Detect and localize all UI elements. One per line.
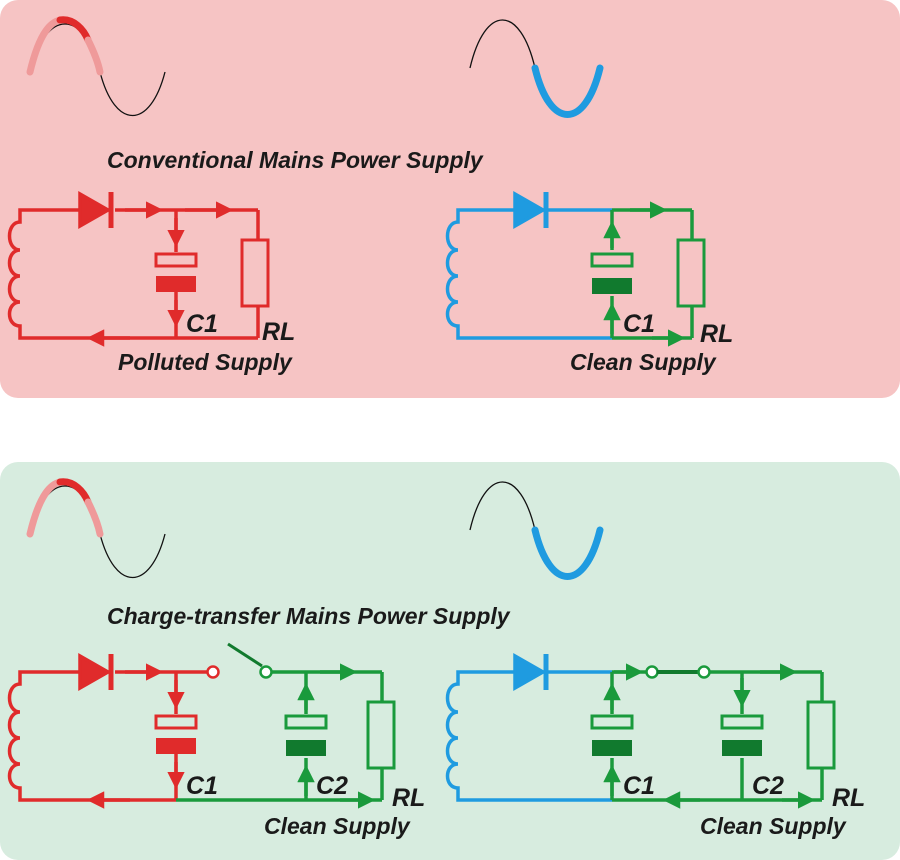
sine-wave-positive-highlight (26, 478, 166, 578)
diagram-title: Charge-transfer Mains Power Supply (107, 603, 511, 629)
diode (78, 652, 114, 692)
charge-transfer-diagram: Charge-transfer Mains Power Supply (7, 478, 865, 839)
transformer-coil (445, 208, 612, 340)
clean-supply-caption: Clean Supply (570, 349, 717, 375)
diode (78, 190, 114, 230)
transformer-coil (445, 670, 472, 802)
transformer-coil (7, 208, 35, 340)
switch-contact (206, 665, 220, 679)
conventional-panel: Conventional Mains Power Supply C1 RL (0, 0, 900, 398)
rl-label: RL (392, 784, 425, 812)
clean-supply-caption: Clean Supply (700, 813, 847, 839)
rl-label: RL (700, 320, 733, 348)
c1-label: C1 (186, 310, 218, 338)
clean-supply-circuit (445, 190, 706, 347)
switch-contact (697, 665, 711, 679)
polluted-supply-caption: Polluted Supply (118, 349, 293, 375)
diode (513, 652, 549, 692)
c2-label: C2 (316, 772, 348, 800)
switch-contact (259, 665, 273, 679)
charge-transfer-circuit-switch-closed (445, 652, 836, 809)
transformer-coil (7, 670, 35, 802)
switch-contact (645, 665, 659, 679)
clean-supply-caption: Clean Supply (264, 813, 411, 839)
diagram-title: Conventional Mains Power Supply (107, 147, 484, 173)
sine-wave-negative-highlight (469, 19, 604, 118)
switch-blade-open (227, 642, 263, 668)
c1-label: C1 (623, 310, 655, 338)
rl-label: RL (832, 784, 865, 812)
c1-label: C1 (186, 772, 218, 800)
charge-transfer-circuit-switch-open (7, 642, 396, 809)
diode (513, 190, 549, 230)
rl-label: RL (262, 318, 295, 346)
c1-label: C1 (623, 772, 655, 800)
c2-label: C2 (752, 772, 784, 800)
conventional-diagram: Conventional Mains Power Supply C1 RL (7, 16, 733, 375)
charge-transfer-panel: Charge-transfer Mains Power Supply (0, 462, 900, 860)
sine-wave-positive-highlight (26, 16, 166, 116)
polluted-supply-circuit (7, 190, 270, 347)
sine-wave-negative-highlight (469, 481, 604, 580)
